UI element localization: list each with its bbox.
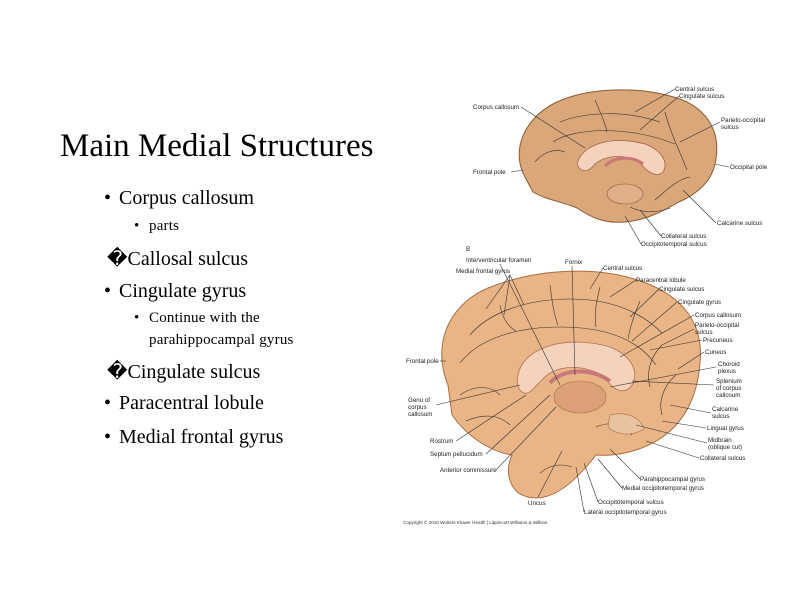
label-genu-2: corpus [408,404,427,411]
label-parieto-occipital-2: sulcus [721,124,739,131]
label-splenium-2: of corpus [716,385,741,392]
label-midbrain-2: (oblique cut) [708,444,742,451]
label-septum-pellucidum: Septum pellucidum [430,451,483,458]
label-midbrain-1: Midbrain [708,437,732,444]
bullet-text: Cingulate sulcus [127,361,261,383]
bullet-cingulate-sulcus: �Cingulate sulcus [107,359,260,384]
label-central-sulcus: Central sulcus [675,86,714,93]
bullet-cingulate-gyrus: • Cingulate gyrus [104,280,246,303]
label-cingulate-gyrus: Cingulate gyrus [678,299,721,306]
label-lateral-occipitotemporal-gyrus: Lateral occipitotemporal gyrus [584,509,667,516]
sub-bullet-continuation: parahippocampal gyrus [149,332,294,349]
bullet-text: Corpus callosum [119,187,254,209]
bullet-medial-frontal-gyrus: • Medial frontal gyrus [104,426,283,449]
label-cingulate-sulcus-b: Cingulate sulcus [659,286,704,293]
label-B: B [466,246,470,253]
bullet-paracentral-lobule: • Paracentral lobule [104,392,264,415]
thalamus-bottom [553,380,607,414]
label-corpus-callosum: Corpus callosum [473,104,519,111]
bullet-text: Paracentral lobule [119,392,264,414]
bullet-marker: • [104,280,112,302]
sub-bullet-continue: • Continue with the [134,310,260,327]
label-splenium-1: Splenium [716,378,742,385]
label-calcarine-1: Calcarine [712,406,739,413]
bullet-callosal-sulcus: �Callosal sulcus [107,246,248,271]
label-choroid-1: Choroid [718,361,740,368]
label-choroid-2: plexus [718,368,736,375]
brain-figure-bottom: B Interventricular foramen Medial fronta… [406,246,745,516]
bullet-text: Continue with the [149,310,260,326]
label-medial-frontal-gyrus: Medial frontal gyrus [456,268,510,275]
label-anterior-commissure: Anterior commissure [440,467,497,474]
brain-top-sulci [534,99,691,212]
bullet-marker: � [107,248,128,270]
bullet-marker: • [104,392,112,414]
label-occipital-pole: Occipital pole [730,164,768,171]
slide-title: Main Medial Structures [60,128,374,164]
bullet-text: Cingulate gyrus [119,280,247,302]
label-rostrum: Rostrum [430,438,453,445]
label-genu-3: callosum [408,411,432,418]
corpus-callosum-top [576,140,666,175]
label-lingual-gyrus: Lingual gyrus [707,425,744,432]
label-parieto-occipital-b1: Parieto-occipital [695,322,739,329]
brain-figure-top: Corpus callosum Central sulcus Cingulate… [473,86,768,248]
bullet-marker: • [104,426,112,448]
bullet-marker: • [104,187,112,209]
label-frontal-pole-b: Frontal pole [406,358,439,365]
label-occipitotemporal-sulcus: Occipitotemporal sulcus [641,241,707,248]
label-collateral-sulcus: Collateral sulcus [661,233,706,240]
label-parieto-occipital-b2: sulcus [695,329,713,336]
midbrain-bottom [607,413,645,435]
bullet-text: parahippocampal gyrus [149,332,294,348]
ventricle-top [603,156,644,168]
label-medial-occipitotemporal-gyrus: Medial occipitotemporal gyrus [622,485,704,492]
label-corpus-callosum-b: Corpus callosum [695,312,741,319]
bullet-marker: • [134,218,140,234]
label-fornix: Fornix [565,259,583,266]
bullet-marker: • [134,310,140,326]
label-cingulate-sulcus: Cingulate sulcus [679,93,724,100]
label-occipitotemporal-sulcus-b: Occipitotemporal sulcus [598,499,664,506]
label-cuneus: Cuneus [705,349,726,356]
label-calcarine-2: sulcus [712,413,730,420]
label-collateral-sulcus-b: Collateral sulcus [700,455,745,462]
label-uncus: Uncus [528,500,546,507]
label-genu-1: Genu of [408,397,430,404]
brainstem-top [606,183,644,205]
label-precuneus: Precuneus [703,337,733,344]
label-paracentral-lobule: Paracentral lobule [636,277,686,284]
bullet-text: Callosal sulcus [127,248,249,270]
label-calcarine-sulcus: Calcarine sulcus [717,220,762,227]
sub-bullet-parts: • parts [134,218,179,235]
label-frontal-pole: Frontal pole [473,169,506,176]
bullet-corpus-callosum: • Corpus callosum [104,187,254,210]
label-splenium-3: callosum [716,392,740,399]
label-interventricular-foramen: Interventricular foramen [466,257,532,264]
label-central-sulcus-b: Central sulcus [603,265,642,272]
figure-copyright: Copyright © 2010 Wolters Kluwer Health |… [403,520,548,525]
label-parahippocampal-gyrus: Parahippocampal gyrus [640,476,705,483]
bullet-text: parts [149,218,180,234]
label-parieto-occipital-1: Parieto-occipital [721,117,765,124]
bullet-text: Medial frontal gyrus [119,426,284,448]
fornix-bottom [548,369,612,385]
bullet-marker: � [107,361,128,383]
